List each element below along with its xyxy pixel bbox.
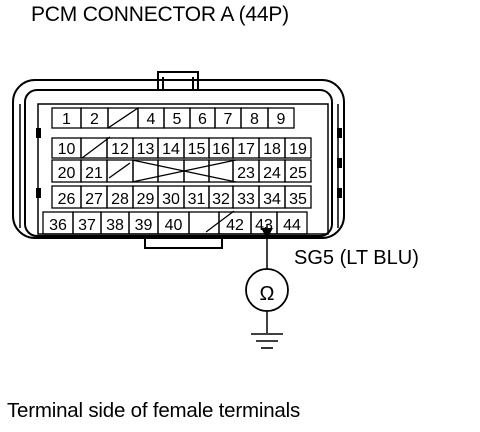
pin-cavity (267, 107, 295, 129)
pin-number: 36 (49, 217, 67, 234)
pin-cavity (276, 211, 308, 235)
pin-cavity (284, 159, 312, 183)
ohmmeter-icon: Ω (245, 268, 289, 312)
pin-cavity (183, 159, 210, 183)
pin-cavity (284, 185, 312, 209)
pin-number: 33 (237, 191, 255, 208)
pin-number: 1 (62, 111, 71, 128)
pin-number: 17 (237, 141, 255, 158)
pin-number: 23 (237, 165, 255, 182)
pin-number: 30 (162, 191, 180, 208)
pin-number: 26 (58, 191, 76, 208)
pin-number: 31 (188, 191, 206, 208)
pin-number: 42 (226, 217, 244, 234)
pin-number: 4 (147, 111, 156, 128)
pin-number: 2 (90, 111, 99, 128)
pin-number: 18 (263, 141, 281, 158)
pin-number: 28 (111, 191, 129, 208)
pin-number: 40 (165, 217, 183, 234)
pin-number: 20 (58, 165, 76, 182)
pin-cavity (80, 137, 108, 159)
pin-number: 34 (263, 191, 281, 208)
pin-number: 19 (289, 141, 307, 158)
pin-number: 16 (212, 141, 230, 158)
pin-number: 10 (58, 141, 76, 158)
pin-number: 39 (135, 217, 153, 234)
pin-number: 12 (111, 141, 129, 158)
pin-number: 25 (289, 165, 307, 182)
pin-number: 5 (173, 111, 182, 128)
pin-cavity (284, 137, 312, 159)
pin-number: 37 (78, 217, 96, 234)
pin-number: 21 (85, 165, 103, 182)
pin-number: 14 (162, 141, 180, 158)
diagram-title: PCM CONNECTOR A (44P) (31, 3, 289, 26)
pin-number: 27 (85, 191, 103, 208)
pin-number: 32 (212, 191, 230, 208)
pin-number: 8 (250, 111, 259, 128)
pin-number: 9 (277, 111, 286, 128)
ohmmeter-symbol: Ω (260, 283, 275, 305)
pin-cavity (157, 159, 185, 183)
pin-number: 13 (137, 141, 155, 158)
pin-number: 44 (283, 217, 301, 234)
housing-key-marks (36, 128, 342, 198)
pin-number: 24 (263, 165, 281, 182)
signal-label: SG5 (LT BLU) (294, 247, 419, 269)
vacant-cavity-marks (81, 107, 237, 233)
pin-number: 35 (289, 191, 307, 208)
pin-number: 15 (188, 141, 206, 158)
pin-number: 6 (198, 111, 207, 128)
pin-number: 38 (106, 217, 124, 234)
ground-icon (251, 333, 283, 349)
diagram-caption: Terminal side of female terminals (7, 399, 301, 422)
pin-number: 7 (224, 111, 233, 128)
pin-cavity (188, 211, 220, 235)
pin-number: 29 (137, 191, 155, 208)
probe-tip-arrow (261, 228, 273, 239)
